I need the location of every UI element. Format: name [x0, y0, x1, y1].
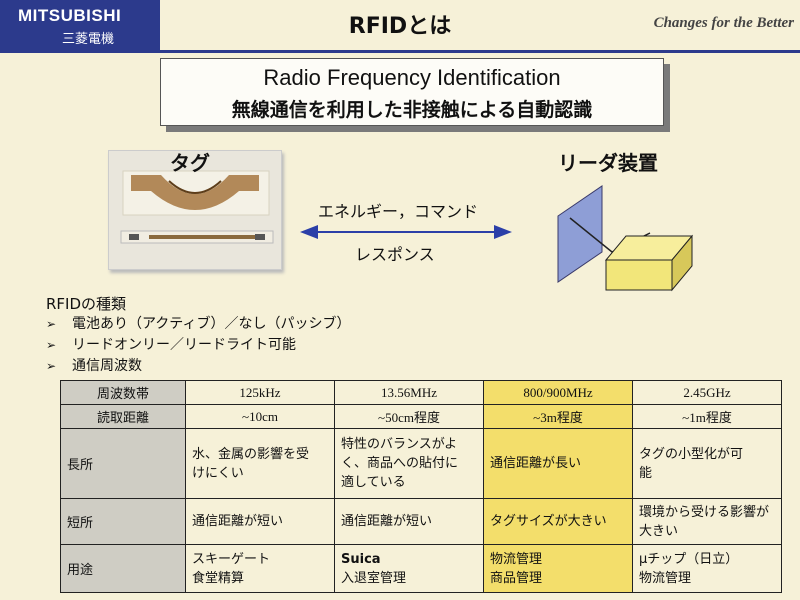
- bidirectional-arrows: [300, 225, 512, 239]
- reader-box-side: [671, 234, 693, 292]
- table-cell: 2.45GHz: [632, 380, 782, 405]
- table-row: 短所 通信距離が短い 通信距離が短い タグサイズが大きい 環境から受ける影響が大…: [60, 498, 782, 545]
- list-item: ➢ 通信周波数: [46, 356, 350, 377]
- tag-label: タグ: [170, 151, 210, 175]
- energy-command-label: エネルギー，コマンド: [318, 202, 479, 221]
- list-item: ➢ 電池あり（アクティブ）／なし（パッシブ）: [46, 314, 350, 335]
- row-header-frequency: 周波数帯: [60, 380, 186, 405]
- frequency-table: 周波数帯 125kHz 13.56MHz 800/900MHz 2.45GHz …: [60, 380, 782, 593]
- table-cell-highlight: タグサイズが大きい: [483, 498, 633, 545]
- table-row: 用途 スキーゲート 食堂精算 Suica 入退室管理 物流管理 商品管理 μチッ…: [60, 544, 782, 593]
- table-cell: 環境から受ける影響が大きい: [632, 498, 782, 545]
- tagline: Changes for the Better: [653, 15, 794, 31]
- table-cell: ~1m程度: [632, 404, 782, 429]
- table-cell: ~50cm程度: [334, 404, 484, 429]
- cell-line: 適している: [341, 475, 406, 490]
- table-cell: μチップ（日立） 物流管理: [632, 544, 782, 593]
- table-cell: 水、金属の影響を受 けにくい: [185, 428, 335, 499]
- definition-box: Radio Frequency Identification 無線通信を利用した…: [160, 58, 664, 126]
- table-cell: ~10cm: [185, 404, 335, 429]
- table-cell: 通信距離が短い: [334, 498, 484, 545]
- brand-logo: MITSUBISHI 三菱電機: [0, 0, 160, 50]
- response-label: レスポンス: [355, 245, 435, 264]
- slide-title: RFIDとは: [348, 14, 452, 39]
- types-title: RFIDの種類: [46, 295, 127, 313]
- cell-line: 水、金属の影響を受: [192, 446, 310, 462]
- row-header-distance: 読取距離: [60, 404, 186, 429]
- cell-line: 商品管理: [490, 570, 543, 586]
- definition-japanese: 無線通信を利用した非接触による自動認識: [231, 99, 593, 121]
- brand-logo-text: MITSUBISHI: [18, 6, 122, 25]
- rfid-tag-image: [120, 170, 274, 244]
- bullet-arrow-icon: ➢: [46, 317, 57, 331]
- table-row: 周波数帯 125kHz 13.56MHz 800/900MHz 2.45GHz: [60, 380, 782, 405]
- table-cell-highlight: 物流管理 商品管理: [483, 544, 633, 593]
- row-header-pros: 長所: [60, 428, 186, 499]
- header-divider: [0, 50, 800, 53]
- cell-line: Suica: [341, 551, 381, 567]
- arrow-left-head: [300, 225, 318, 239]
- cell-line: 食堂精算: [192, 570, 245, 586]
- tag-photo: [108, 150, 282, 270]
- cell-line: 物流管理: [490, 551, 543, 567]
- table-cell: スキーゲート 食堂精算: [185, 544, 335, 593]
- row-header-cons: 短所: [60, 498, 186, 545]
- cell-line: μチップ（日立）: [639, 551, 739, 567]
- table-cell: 13.56MHz: [334, 380, 484, 405]
- reader-box-front: [605, 259, 673, 291]
- bullet-arrow-icon: ➢: [46, 359, 57, 373]
- list-item-text: 電池あり（アクティブ）／なし（パッシブ）: [72, 316, 351, 332]
- cell-line: 特性のバランスがよ: [341, 437, 458, 452]
- cell-line: 入退室管理: [341, 570, 407, 586]
- arrow-right-head: [494, 225, 512, 239]
- reader-label: リーダ装置: [558, 151, 658, 175]
- cell-line: 能: [639, 465, 653, 481]
- row-header-use: 用途: [60, 544, 186, 593]
- table-cell: Suica 入退室管理: [334, 544, 484, 593]
- list-item-text: 通信周波数: [72, 358, 142, 374]
- table-cell: 特性のバランスがよ く、商品への貼付に 適している: [334, 428, 484, 499]
- brand-logo-sub: 三菱電機: [62, 32, 115, 47]
- list-item: ➢ リードオンリー／リードライト可能: [46, 335, 350, 356]
- bullet-arrow-icon: ➢: [46, 338, 57, 352]
- table-row: 長所 水、金属の影響を受 けにくい 特性のバランスがよ く、商品への貼付に 適し…: [60, 428, 782, 499]
- cell-line: スキーゲート: [192, 551, 271, 567]
- table-cell-highlight: 通信距離が長い: [483, 428, 633, 499]
- table-cell: 125kHz: [185, 380, 335, 405]
- cell-line: 物流管理: [639, 570, 692, 586]
- reader-device-illustration: [557, 185, 694, 292]
- table-cell-highlight: 800/900MHz: [483, 380, 633, 405]
- table-cell: 通信距離が短い: [185, 498, 335, 545]
- list-item-text: リードオンリー／リードライト可能: [72, 337, 296, 353]
- antenna-panel: [557, 185, 603, 283]
- table-cell: タグの小型化が可 能: [632, 428, 782, 499]
- table-row: 読取距離 ~10cm ~50cm程度 ~3m程度 ~1m程度: [60, 404, 782, 429]
- table-cell-highlight: ~3m程度: [483, 404, 633, 429]
- cell-line: けにくい: [192, 465, 244, 481]
- cell-line: 通信距離が長い: [490, 456, 582, 471]
- cell-line: く、商品への貼付に: [341, 456, 459, 471]
- types-list: ➢電池あり（アクティブ）／なし（パッシブ） ➢リードオンリー／リードライト可能 …: [46, 314, 350, 377]
- cell-line: タグの小型化が可: [639, 446, 744, 462]
- definition-english: Radio Frequency Identification: [263, 65, 561, 90]
